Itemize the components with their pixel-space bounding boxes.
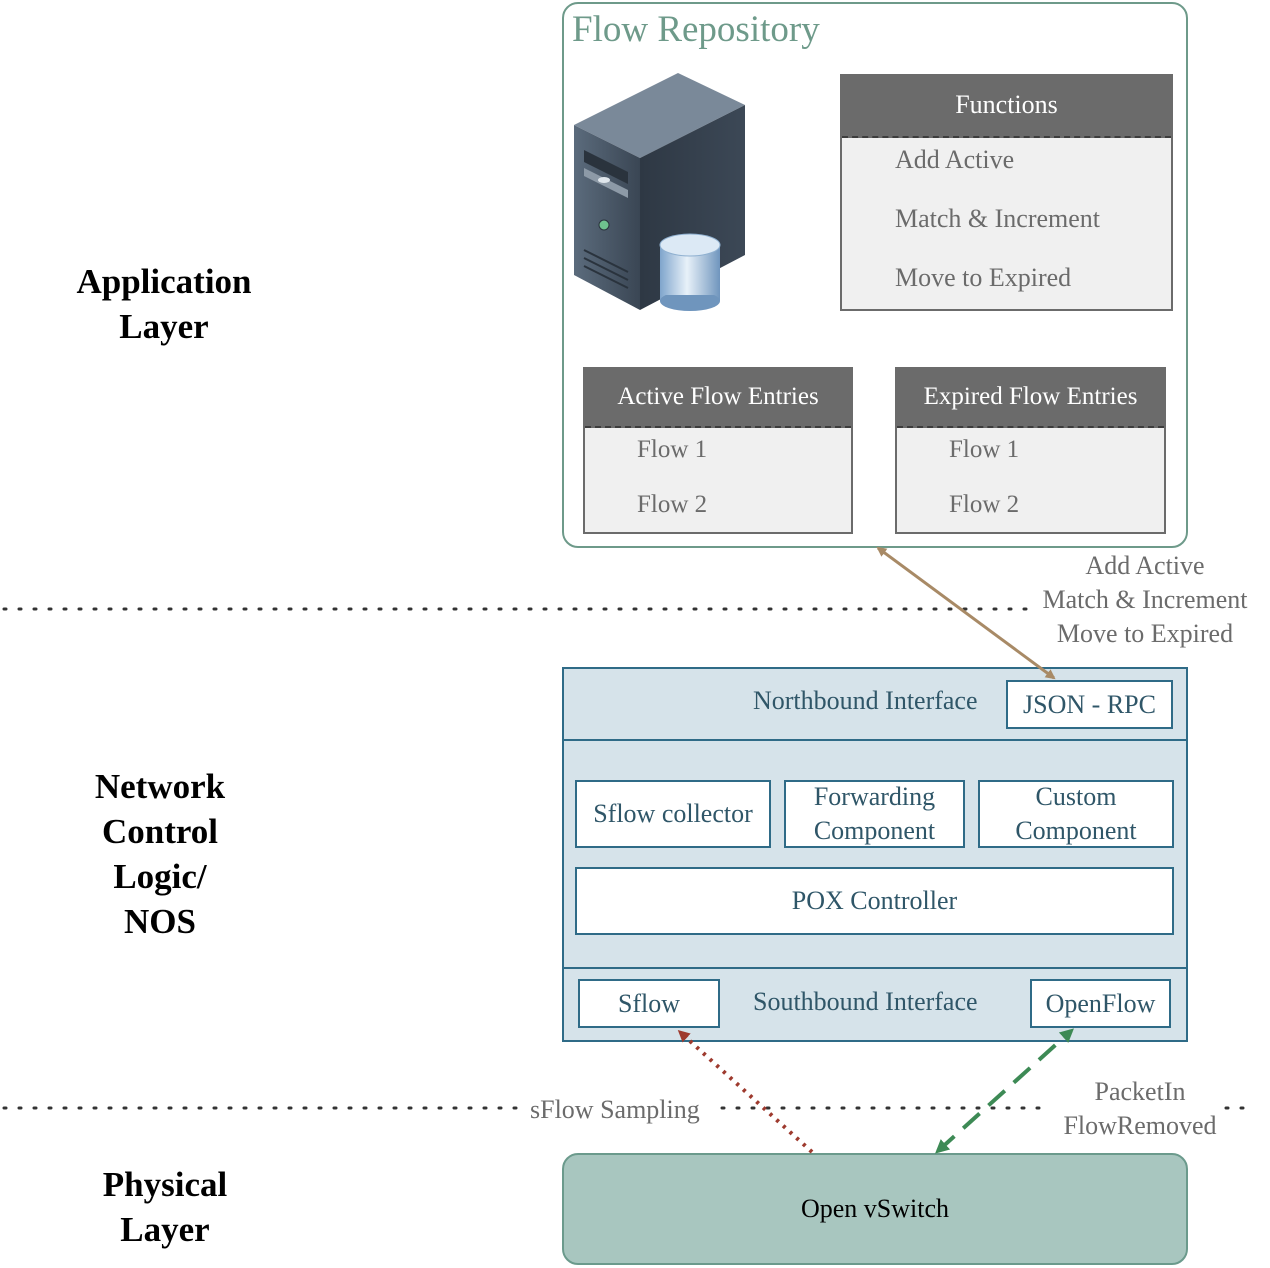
- application-layer-label: Application Layer: [76, 262, 252, 346]
- custom-component-box: Custom Component: [978, 780, 1174, 848]
- database-icon: [659, 233, 721, 311]
- active-flow-2: Flow 2: [637, 491, 708, 518]
- southbound-interface-label: Southbound Interface: [753, 987, 978, 1016]
- sflow-sampling-label: sFlow Sampling: [530, 1093, 700, 1127]
- openflow-arrow: [935, 1028, 1074, 1154]
- openflow-box: OpenFlow: [1030, 979, 1171, 1028]
- rpc-calls-label: Add Active Match & Increment Move to Exp…: [1042, 551, 1248, 648]
- expired-flow-entries-header: Expired Flow Entries: [897, 369, 1164, 428]
- function-move-expired: Move to Expired: [895, 263, 1072, 292]
- pox-controller-box: POX Controller: [575, 867, 1174, 935]
- expired-flow-entries-panel: Expired Flow Entries: [895, 367, 1166, 534]
- network-layer-label: Network Control Logic/ NOS: [94, 767, 226, 941]
- function-match-increment: Match & Increment: [895, 204, 1101, 233]
- expired-flow-2: Flow 2: [949, 491, 1020, 518]
- server-icon: [574, 73, 745, 311]
- sflow-collector-box: Sflow collector: [575, 780, 771, 848]
- function-add-active: Add Active: [895, 145, 1015, 174]
- sflow-box: Sflow: [578, 979, 720, 1028]
- physical-layer-label: Physical Layer: [102, 1165, 228, 1249]
- functions-header: Functions: [842, 76, 1171, 138]
- northbound-interface-label: Northbound Interface: [753, 686, 978, 715]
- json-rpc-box: JSON - RPC: [1006, 680, 1173, 729]
- sflow-sampling-arrow: [677, 1029, 814, 1154]
- nos-separator-bottom: [562, 967, 1188, 969]
- expired-flow-1: Flow 1: [949, 436, 1020, 463]
- open-vswitch: Open vSwitch: [562, 1153, 1188, 1265]
- flow-repository-title: Flow Repository: [572, 9, 820, 50]
- active-flow-entries-header: Active Flow Entries: [585, 369, 851, 428]
- nos-separator-top: [562, 739, 1188, 741]
- functions-panel: Functions: [840, 74, 1173, 311]
- active-flow-entries-panel: Active Flow Entries: [583, 367, 853, 534]
- openflow-messages-label: PacketIn FlowRemoved: [1063, 1077, 1217, 1140]
- rpc-arrow: [876, 546, 1056, 680]
- active-flow-1: Flow 1: [637, 436, 708, 463]
- forwarding-component-box: Forwarding Component: [784, 780, 965, 848]
